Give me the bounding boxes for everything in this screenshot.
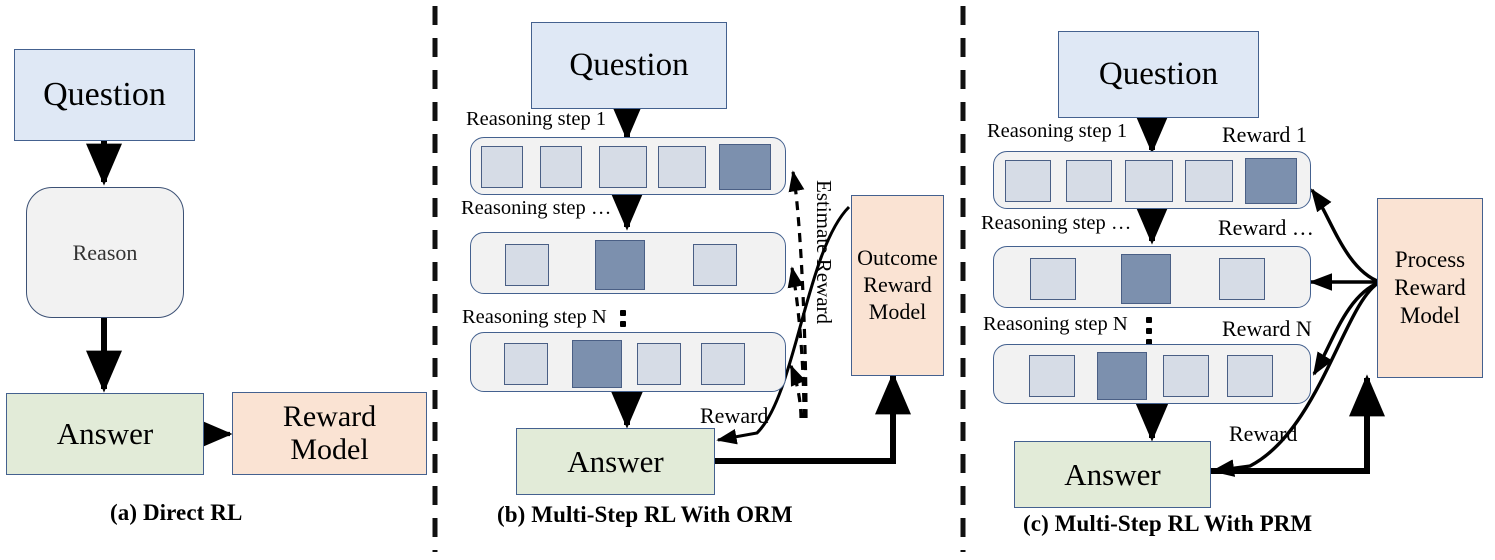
panel-c-step-label-2: Reasoning step …: [981, 212, 1132, 234]
panel-c-step-label-3: Reasoning step N: [983, 313, 1128, 335]
panel-b-step-row-3: [470, 332, 786, 392]
panel-b-reward-label: Reward: [700, 403, 769, 428]
panel-a-answer-box: Answer: [6, 393, 204, 475]
panel-c-step-row-1: [993, 151, 1311, 209]
panel-c-question-box: Question: [1058, 31, 1259, 118]
panel-b-question-box: Question: [531, 22, 727, 109]
panel-c-token-1-5: [1245, 158, 1297, 204]
panel-b-orm-line3: Model: [868, 298, 927, 324]
arrow-b-estimate-reward-step1: [788, 170, 808, 419]
panel-c-question-label: Question: [1098, 55, 1219, 92]
panel-b-token-1-5: [719, 144, 771, 190]
panel-a-reason-box: Reason: [26, 187, 184, 318]
panel-c-token-2-1: [1030, 258, 1076, 300]
panel-a-question-label: Question: [43, 75, 166, 113]
panel-c-token-1-2: [1066, 160, 1112, 202]
panel-c-answer-box: Answer: [1014, 441, 1211, 508]
panel-b-answer-label: Answer: [567, 443, 664, 479]
panel-c-prm-line1: Process: [1394, 246, 1466, 272]
panel-b-token-3-3: [637, 343, 681, 385]
panel-b-token-2-2: [595, 240, 645, 290]
panel-c-token-2-3: [1219, 258, 1265, 300]
panel-b-step-label-2: Reasoning step …: [461, 197, 612, 219]
panel-a-reward-model-box: Reward Model: [232, 392, 427, 475]
panel-c-token-3-3: [1163, 355, 1209, 397]
panel-c-reward-label-2: Reward …: [1218, 215, 1314, 240]
panel-b-outcome-reward-model-box: Outcome Reward Model: [851, 195, 944, 376]
panel-b-step-row-1: [470, 137, 786, 195]
panel-b-orm-line1: Outcome: [857, 245, 938, 271]
panel-c-reward-label-1: Reward 1: [1222, 122, 1307, 147]
panel-b-question-label: Question: [569, 46, 689, 83]
panel-b-step-label-3: Reasoning step N: [462, 306, 607, 328]
panel-c-reward-label-3: Reward N: [1222, 316, 1312, 341]
panel-b-token-2-3: [693, 244, 737, 286]
panel-c-reward-edge-label: Reward: [1229, 421, 1298, 446]
panel-c-token-3-2: [1097, 352, 1147, 400]
panel-c-token-2-2: [1121, 254, 1171, 304]
panel-b-estimate-reward-label: Estimate Reward: [812, 180, 836, 325]
arrow-b-estimate-reward-step3: [789, 364, 806, 419]
panel-b-token-1-3: [599, 146, 647, 188]
panel-a-question-box: Question: [14, 49, 195, 141]
panel-a-caption: (a) Direct RL: [110, 500, 243, 525]
arrow-b-estimate-reward-step2: [787, 266, 806, 419]
panel-a-reward-model-line2: Model: [290, 432, 369, 466]
panel-a-answer-label: Answer: [56, 416, 154, 452]
panel-c-step-row-2: [993, 246, 1311, 308]
panel-a-reason-label: Reason: [72, 239, 138, 265]
panel-b-caption: (b) Multi-Step RL With ORM: [497, 502, 793, 527]
panel-b-answer-box: Answer: [516, 428, 715, 495]
panel-b-orm-line2: Reward: [863, 272, 932, 298]
panel-c-token-3-4: [1227, 355, 1273, 397]
panel-b-token-1-2: [540, 146, 582, 188]
panel-c-token-3-1: [1029, 355, 1075, 397]
panel-c-step-row-3: [993, 344, 1311, 404]
panel-c-token-1-3: [1125, 160, 1173, 202]
panel-b-token-2-1: [505, 244, 549, 286]
panel-b-step-label-1: Reasoning step 1: [466, 108, 607, 130]
panel-c-token-1-4: [1185, 160, 1233, 202]
panel-b-token-3-4: [701, 343, 745, 385]
panel-c-prm-line2: Reward: [1394, 274, 1466, 300]
panel-c-process-reward-model-box: Process Reward Model: [1377, 198, 1483, 378]
panel-c-caption: (c) Multi-Step RL With PRM: [1023, 511, 1313, 536]
panel-b-token-3-1: [504, 343, 548, 385]
panel-b-token-1-1: [481, 146, 523, 188]
panel-a-reward-model-line1: Reward: [282, 400, 377, 434]
panel-c-step-label-1: Reasoning step 1: [987, 120, 1128, 142]
arrow-c-prm-to-step1: [1310, 188, 1381, 284]
panel-c-token-1-1: [1005, 160, 1051, 202]
panel-b-token-1-4: [658, 146, 706, 188]
arrow-c-prm-to-step3: [1312, 280, 1381, 376]
panel-b-token-3-2: [572, 340, 622, 388]
panel-c-vertical-ellipsis: [1146, 317, 1152, 345]
panel-c-prm-line3: Model: [1399, 303, 1461, 329]
panel-c-answer-label: Answer: [1064, 456, 1161, 492]
panel-b-step-row-2: [470, 232, 786, 294]
